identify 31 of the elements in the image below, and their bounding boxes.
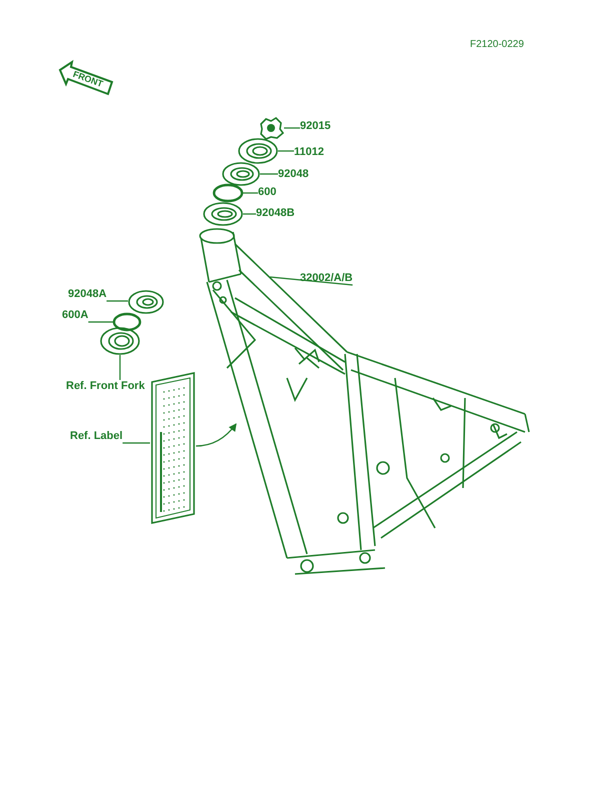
part-number: 92048B [256,207,295,220]
drawing-number: F2120-0229 [470,38,524,51]
leader-line [270,276,353,286]
leader-line [122,442,150,444]
bearing-race-drawing [238,138,278,164]
part-number: 11012 [294,146,324,159]
bearing-race-drawing [100,327,140,355]
leader-line [88,321,113,323]
part-number: 600A [62,309,88,322]
ring-drawing [213,184,243,202]
leader-line [119,355,121,380]
part-number: 92048A [68,288,107,301]
bearing-drawing [222,162,260,186]
reference-note: Ref. Label [70,430,123,443]
leader-line [243,213,256,215]
part-number: 92048 [278,168,309,181]
label-sticker-drawing [150,372,196,524]
leader-line [284,127,300,129]
part-number: 600 [258,186,276,199]
bearing-drawing [128,290,164,314]
part-number: 92015 [300,120,331,133]
reference-note: Ref. Front Fork [66,380,145,393]
leader-line [260,173,278,175]
lock-nut-drawing [258,116,284,140]
ring-drawing [113,313,141,331]
leader-line [106,300,128,302]
leader-line [243,192,258,194]
arrow [196,423,237,447]
part-number: 32002/A/B [300,272,353,285]
leader-line [278,150,294,152]
bearing-drawing [203,202,243,226]
